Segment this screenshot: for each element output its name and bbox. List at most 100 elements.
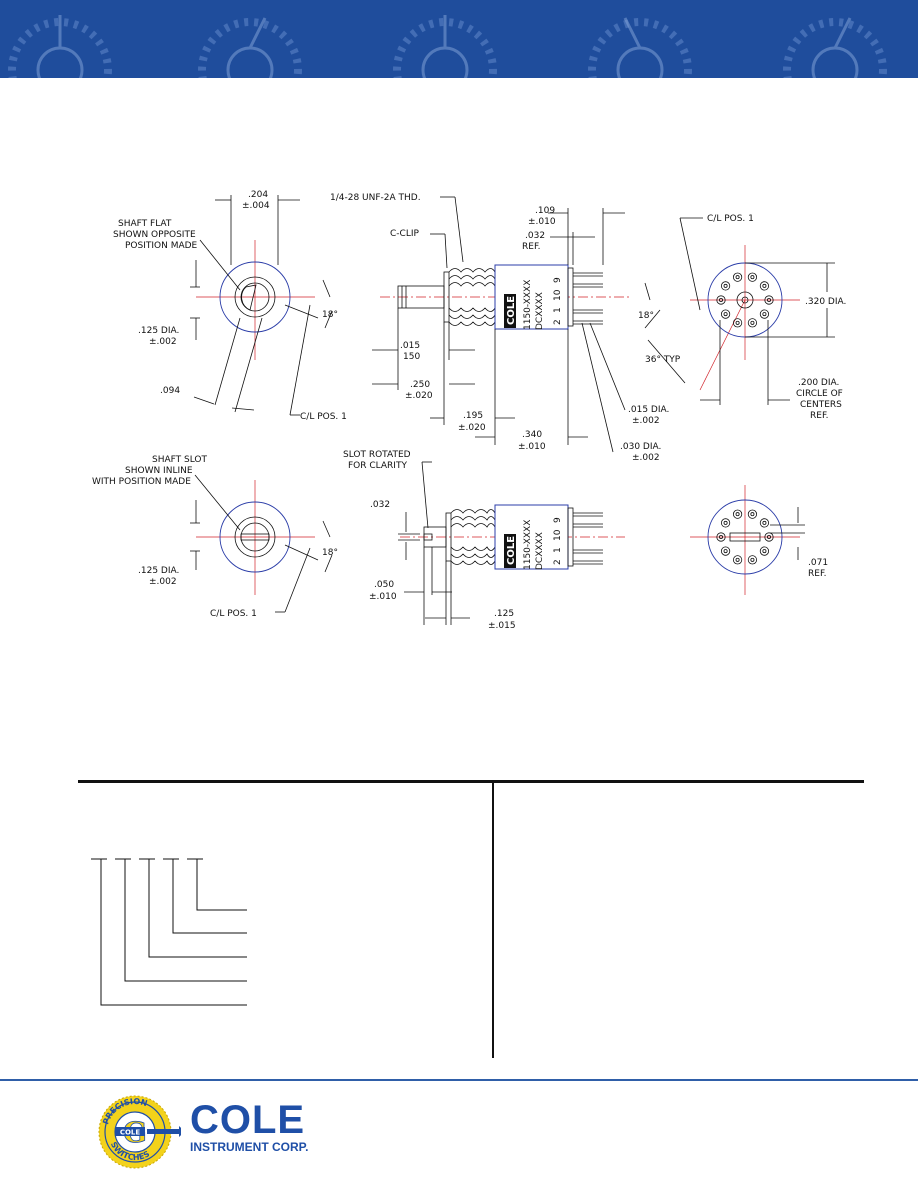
- flat-dim: .094: [160, 386, 180, 396]
- pin-hole: [720, 309, 731, 319]
- company-seal-logo: PRECISION SWITCHES G COLE: [98, 1095, 181, 1169]
- pin-dia-030-tol: ±.002: [632, 453, 660, 463]
- pin-number-10: 10: [553, 529, 563, 541]
- dim-071-value: .071: [808, 558, 828, 568]
- pin-center: [723, 312, 728, 317]
- pin-hole: [764, 532, 774, 542]
- footer-rule: [0, 1079, 918, 1081]
- pin-center: [750, 512, 755, 517]
- bottom-right-view: .071 REF.: [690, 485, 828, 595]
- dim-109-value: .109: [535, 206, 555, 216]
- seal-center-text: COLE: [120, 1129, 141, 1137]
- slot-note-3: WITH POSITION MADE: [92, 477, 191, 487]
- slot-note-2: SHOWN INLINE: [125, 466, 193, 476]
- pin-center: [750, 557, 755, 562]
- width-dim-tol: ±.004: [242, 201, 270, 211]
- pin-hole: [759, 546, 770, 556]
- body-part-number: 1150-XXXX: [523, 520, 533, 570]
- bottom-left-view: SHAFT SLOT SHOWN INLINE WITH POSITION MA…: [92, 455, 338, 619]
- pin-center: [750, 320, 755, 325]
- pin-center: [762, 283, 767, 288]
- pin-dia-015-tol: ±.002: [632, 416, 660, 426]
- angle-label: 18°: [322, 310, 338, 320]
- pin-hole: [720, 546, 731, 556]
- body-date-code: DCXXXX: [535, 532, 545, 570]
- dim-050-tol: ±.010: [369, 592, 397, 602]
- brand-name: COLE: [190, 1098, 306, 1142]
- top-middle-view: COLE 1150-XXXX DCXXXX 2 1 10 9: [330, 193, 669, 463]
- angle-36-label: 36° TYP: [645, 355, 681, 365]
- pin-hole: [732, 555, 743, 565]
- pin-ring: [716, 272, 774, 328]
- pin-hole: [759, 518, 770, 528]
- dim-195-tol: ±.020: [458, 423, 486, 433]
- cclip-label: C-CLIP: [390, 229, 419, 239]
- pin-number-1: 1: [553, 307, 563, 313]
- dim-250-value: .250: [410, 380, 430, 390]
- dia-dim-tol: ±.002: [149, 577, 177, 587]
- pin-hole: [720, 281, 731, 291]
- angle-label: 18°: [322, 548, 338, 558]
- pin-number-9: 9: [553, 277, 563, 283]
- section-divider: [78, 780, 864, 783]
- pin-hole: [732, 318, 743, 328]
- pin-hole: [759, 309, 770, 319]
- circle-note-1: .200 DIA.: [798, 378, 839, 388]
- dia-dim-tol: ±.002: [149, 337, 177, 347]
- pin-center: [762, 312, 767, 317]
- dia-dim-value: .125 DIA.: [138, 326, 179, 336]
- pin-number-10: 10: [553, 289, 563, 301]
- pin-number-9: 9: [553, 517, 563, 523]
- pin-center: [750, 275, 755, 280]
- width-dim-value: .204: [248, 190, 268, 200]
- circle-note-4: REF.: [810, 411, 829, 421]
- pin-hole: [732, 509, 743, 519]
- header-banner: [0, 0, 918, 78]
- pin-number-2: 2: [553, 559, 563, 565]
- pin-hole: [747, 318, 758, 328]
- pin-hole: [720, 518, 731, 528]
- shaft-flat-note-1: SHAFT FLAT: [118, 219, 172, 229]
- dim-109-tol: ±.010: [528, 217, 556, 227]
- part-number-tree: [91, 858, 247, 1006]
- dim-050-value: .050: [374, 580, 394, 590]
- pin-center: [735, 512, 740, 517]
- circle-note-3: CENTERS: [800, 400, 842, 410]
- pin-center: [767, 535, 772, 540]
- column-divider: [492, 783, 494, 1058]
- pin-hole: [747, 555, 758, 565]
- dim-015-tol: 150: [403, 352, 420, 362]
- shaft-flat-note-3: POSITION MADE: [125, 241, 198, 251]
- dim-032-value: .032: [525, 231, 545, 241]
- slot-note-1: SHAFT SLOT: [152, 455, 208, 465]
- pin-hole: [732, 272, 743, 282]
- pin-number-1: 1: [553, 547, 563, 553]
- pin-hole: [716, 295, 726, 305]
- dim-340-value: .340: [522, 430, 542, 440]
- pin-ring: [716, 509, 774, 565]
- pin-dia-015-value: .015 DIA.: [628, 405, 669, 415]
- shaft-flat-note-2: SHOWN OPPOSITE: [113, 230, 196, 240]
- pin-center: [723, 520, 728, 525]
- pin-dia-030-value: .030 DIA.: [620, 442, 661, 452]
- dim-071-ref: REF.: [808, 569, 827, 579]
- angle-18-label: 18°: [638, 311, 654, 321]
- cl-pos-label: C/L POS. 1: [300, 412, 347, 422]
- dia-320-label: .320 DIA.: [805, 297, 846, 307]
- pin-center: [719, 297, 724, 302]
- pin-center: [719, 535, 724, 540]
- bottom-middle-view: COLE 1150-XXXX DCXXXX 2 1 10 9: [343, 450, 625, 631]
- dim-195-value: .195: [463, 411, 483, 421]
- top-left-view: .204 ±.004 SHAFT FLAT SHOWN OPPOSITE POS…: [113, 190, 347, 422]
- slot-note-1: SLOT ROTATED: [343, 450, 411, 460]
- pin-center: [767, 297, 772, 302]
- body-part-number: 1150-XXXX: [523, 280, 533, 330]
- pin-center: [723, 549, 728, 554]
- body-date-code: DCXXXX: [535, 292, 545, 330]
- circle-note-2: CIRCLE OF: [796, 389, 843, 399]
- cl-pos-label: C/L POS. 1: [707, 214, 754, 224]
- thread-label: 1/4-28 UNF-2A THD.: [330, 193, 421, 203]
- dia-dim-value: .125 DIA.: [138, 566, 179, 576]
- dim-340-tol: ±.010: [518, 442, 546, 452]
